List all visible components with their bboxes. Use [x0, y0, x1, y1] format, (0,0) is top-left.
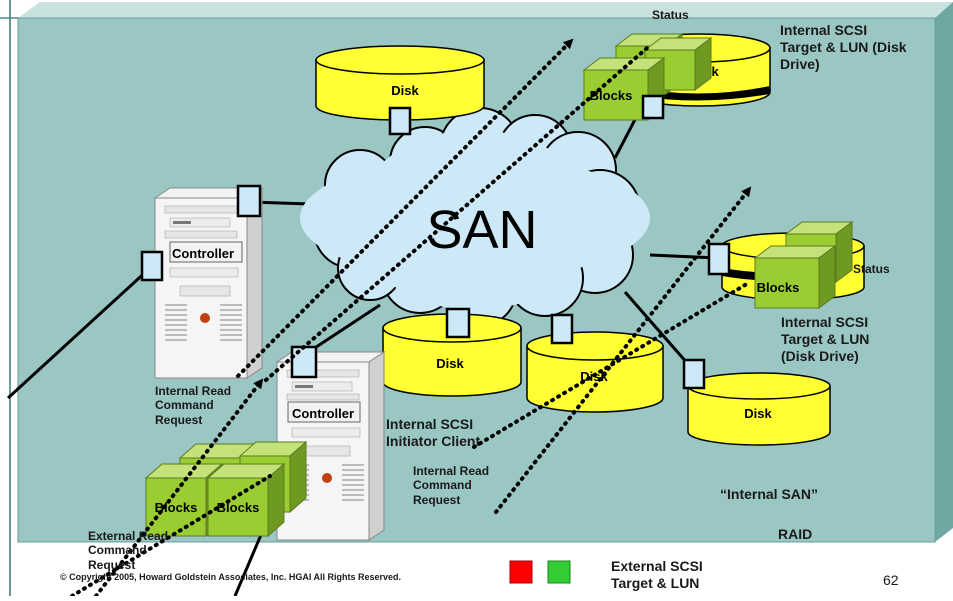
disk-bottom-right: Disk — [687, 372, 831, 446]
internal-san-label: “Internal SAN” — [720, 486, 819, 502]
san-cloud: SAN — [300, 107, 650, 327]
blocks-cubes-right: Blocks — [753, 221, 854, 309]
read-request-label: Internal Read Command Request — [155, 384, 232, 427]
blocks-label: Blocks — [155, 500, 198, 515]
disk-label: Disk — [436, 356, 464, 371]
internal-target-label: Internal SCSI Target & LUN (Disk Drive) — [781, 314, 870, 364]
dotted-arrows — [70, 38, 752, 598]
copyright-footer: © Copyright 2005, Howard Goldstein Assoc… — [60, 572, 402, 582]
controller-label: Controller — [172, 246, 234, 261]
external-read-label: External Read Command Request — [88, 529, 169, 572]
disk-label: Disk — [391, 83, 419, 98]
initiator-client-label: Internal SCSI Initiator Client — [386, 416, 481, 449]
status-label: Status — [853, 262, 890, 276]
san-label: SAN — [426, 200, 537, 260]
read-request-label: Internal Read Command Request — [413, 464, 490, 507]
external-target-label: External SCSI Target & LUN — [611, 558, 703, 591]
port-connectors — [140, 94, 731, 390]
blocks-label: Blocks — [217, 500, 260, 515]
disk-label: Disk — [744, 406, 772, 421]
disk-center: Disk — [526, 331, 664, 413]
controller-tower: Controller — [153, 187, 264, 379]
status-label: Status — [652, 8, 689, 22]
controller-label: Controller — [292, 406, 354, 421]
page-number: 62 — [883, 572, 899, 588]
legend-swatch-green — [547, 560, 571, 584]
legend-swatch-red — [509, 560, 533, 584]
raid-label: RAID — [778, 526, 813, 542]
blocks-label: Blocks — [757, 280, 800, 295]
blocks-label: Blocks — [590, 88, 633, 103]
blocks-cubes-bottom: Blocks Blocks — [144, 440, 308, 538]
internal-target-label: Internal SCSI Target & LUN (Disk Drive) — [780, 22, 907, 72]
